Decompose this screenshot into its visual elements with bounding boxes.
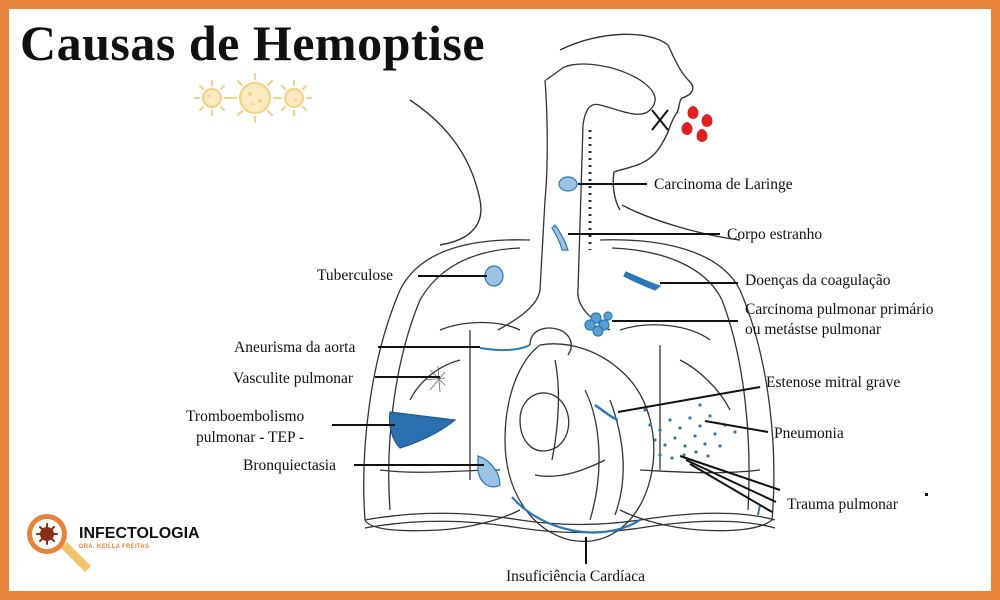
logo-subtitle: DRA. KEILLA FREITAS xyxy=(79,544,149,550)
label-tep-line1: Tromboembolismo xyxy=(186,408,304,425)
heart xyxy=(505,328,654,541)
label-leader-lines xyxy=(332,184,780,564)
label-carcinoma-pulmonar-line2: ou metástse pulmonar xyxy=(745,321,881,338)
blood-drops-icon xyxy=(682,106,713,142)
label-corpo-estranho: Corpo estranho xyxy=(727,226,822,243)
label-trauma-pulmonar: Trauma pulmonar xyxy=(787,496,898,513)
vasculite-lines xyxy=(425,366,445,392)
virus-decoration-icon xyxy=(195,74,311,122)
label-insuficiencia-cardiaca: Insuficiência Cardíaca xyxy=(506,568,645,585)
label-aneurisma-aorta: Aneurisma da aorta xyxy=(234,339,355,356)
trachea xyxy=(498,64,655,330)
label-doencas-coagulacao: Doenças da coagulação xyxy=(745,272,890,289)
pneumonia-dots xyxy=(643,403,736,459)
label-tuberculose: Tuberculose xyxy=(317,267,393,284)
stray-dot xyxy=(925,493,928,496)
pathology-highlights xyxy=(389,177,760,532)
label-tep-line2: pulmonar - TEP - xyxy=(196,429,304,446)
mouth-mark xyxy=(652,110,668,130)
label-pneumonia: Pneumonia xyxy=(774,425,844,442)
label-bronquiectasia: Bronquiectasia xyxy=(243,457,336,474)
label-carcinoma-laringe: Carcinoma de Laringe xyxy=(654,176,793,193)
label-estenose-mitral: Estenose mitral grave xyxy=(766,374,900,391)
page-title: Causas de Hemoptise xyxy=(20,14,485,72)
label-carcinoma-pulmonar-line1: Carcinoma pulmonar primário xyxy=(745,301,934,318)
logo-name: INFECTOLOGIA xyxy=(79,525,200,543)
label-vasculite: Vasculite pulmonar xyxy=(233,370,353,387)
infectologia-logo: INFECTOLOGIA DRA. KEILLA FREITAS xyxy=(25,512,175,582)
